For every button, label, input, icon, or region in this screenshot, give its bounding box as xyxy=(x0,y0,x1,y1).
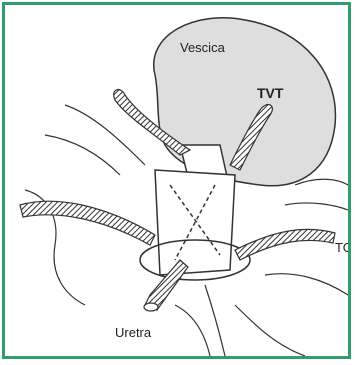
label-to: TO xyxy=(335,240,351,255)
label-uretra: Uretra xyxy=(115,325,151,340)
label-vescica: Vescica xyxy=(180,40,225,55)
to-tape-left xyxy=(20,201,155,245)
label-tvt: TVT xyxy=(257,85,283,101)
anatomy-illustration xyxy=(5,5,348,356)
to-tape-right xyxy=(235,229,335,260)
figure-frame: Vescica TVT TO Uretra xyxy=(2,2,351,359)
